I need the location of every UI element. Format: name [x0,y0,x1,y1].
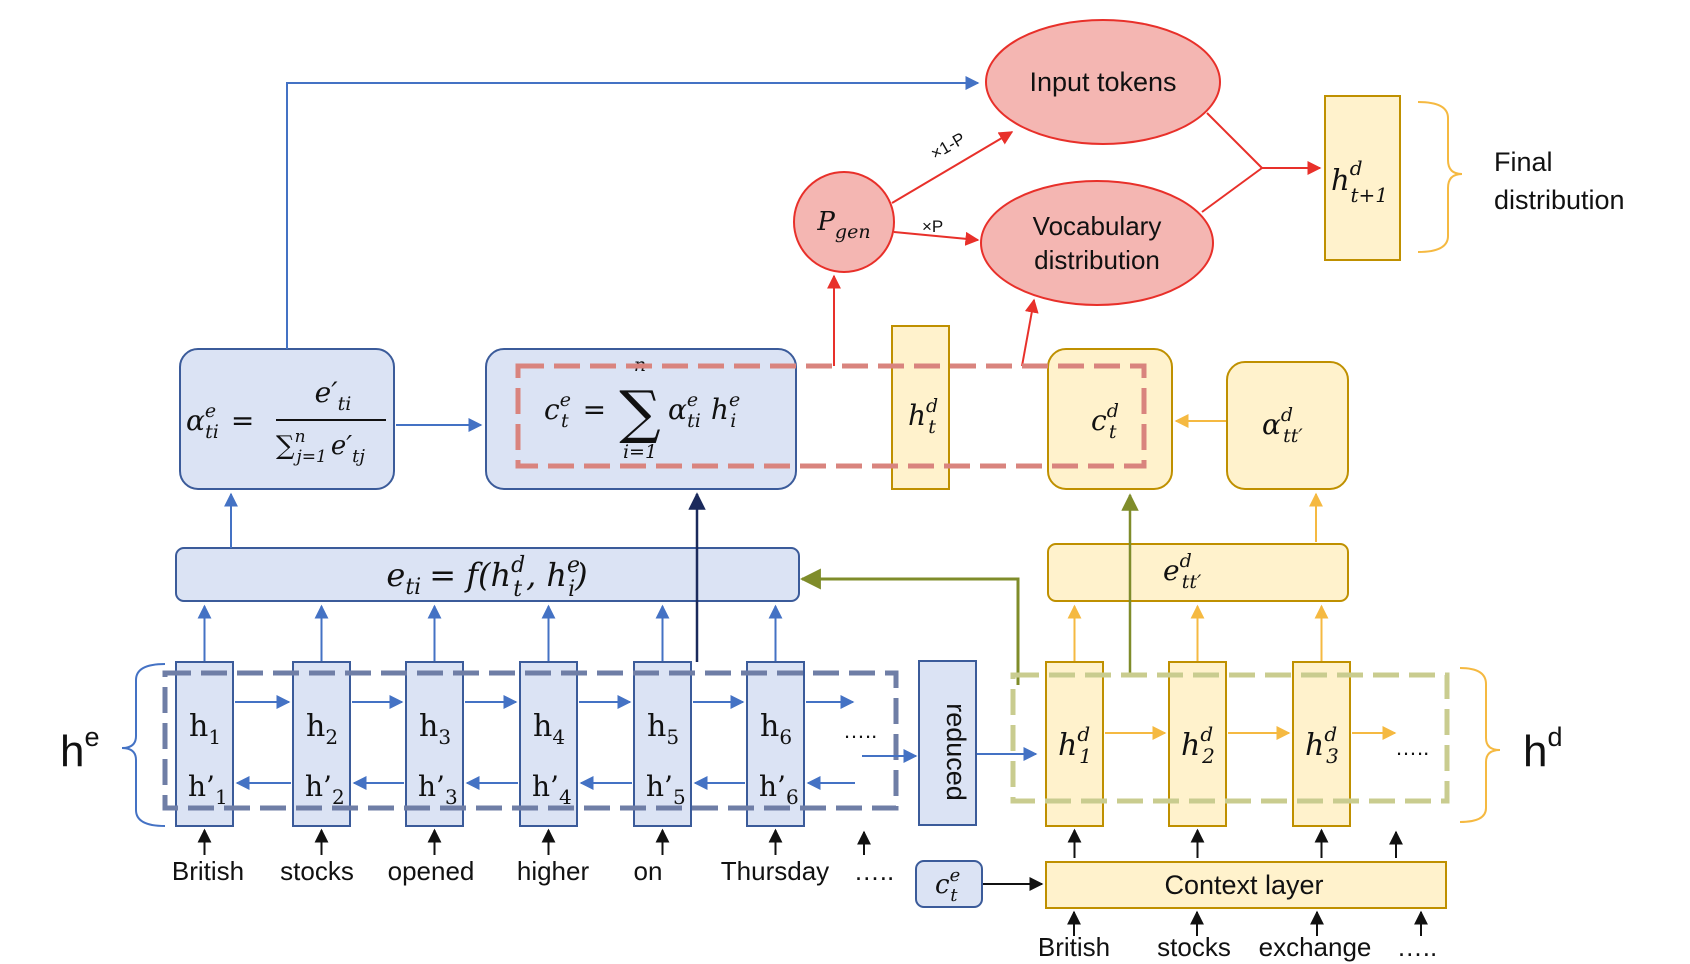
encoder-brace [121,663,166,827]
final-hd-node [1324,95,1401,261]
encoder-forward-label-4: h4 [533,709,565,749]
encoder-forward-label-3: h3 [419,709,451,749]
encoder-context-box [485,348,797,490]
encoder-cell-6 [746,661,805,827]
encoder-backward-label-3: h’3 [418,770,458,809]
context-layer-input-word-3: exchange [1259,932,1372,962]
decoder-context-node [1047,348,1173,490]
decoder-words: British stocks exchange ….. [1038,910,1437,962]
context-layer-input-word-1: British [1038,932,1110,962]
encoder-backward-label-6: h’6 [759,770,799,809]
final-distribution-line1: Final [1494,147,1553,177]
decoder-dashed-group [1010,672,1450,804]
context-to-vocabulary-arrow [1021,298,1039,367]
pgen-node [793,171,895,273]
encoder-cell-1 [175,661,234,827]
encoder-forward-label-5: h5 [647,709,679,749]
attention-score-box [175,547,800,602]
encoder-backward-label-2: h’2 [305,770,345,809]
context-layer-box [1045,861,1447,909]
encoder-input-word-1: British [172,856,244,886]
context-layer-label: Context layer [1164,870,1323,900]
decoder-hidden-state-node [891,325,950,490]
decoder-alpha-node [1226,361,1349,490]
encoder-backward-label-1: h’1 [188,770,228,809]
encoder-ellipsis: ….. [843,718,877,743]
attention-weight-numerator: e′ti [315,376,352,415]
decoder-group-label: hd [1523,722,1563,776]
context-layer-input-word-4: ….. [1397,932,1437,962]
encoder-input-word-6: Thursday [721,856,829,886]
encoder-forward-label-1: h1 [189,709,221,749]
encoder-cell-3 [405,661,464,827]
encoder-input-word-5: on [634,856,663,886]
context-vector-group [515,363,1147,469]
encoder-context-sum-symbol: ∑ [619,378,660,446]
vocabulary-label-line1: Vocabulary [1033,211,1162,241]
input-tokens-node [985,19,1221,145]
encoder-forward-label-2: h2 [306,709,338,749]
vocabulary-to-merge [1201,167,1263,213]
encoder-context-sum-bottom: i=1 [623,441,657,463]
reduced-node [918,660,977,826]
encoder-group-label: he [60,722,100,776]
reduced-label: reduced [941,703,971,801]
alpha-to-input-tokens-arrow [286,76,980,349]
decoder-brace [1459,667,1501,823]
pgen-to-vocabulary-arrow [893,231,980,246]
encoder-dashed-group [162,670,899,811]
encoder-input-word-2: stocks [280,856,354,886]
final-distribution-brace [1417,101,1463,253]
edge-label-1-minus-p: ×1-P [928,129,969,164]
encoder-cell-4 [519,661,578,827]
encoder-backward-label-5: h’5 [646,770,686,809]
final-distribution-line2: distribution [1494,185,1625,215]
encoder-input-word-7: ….. [854,856,894,886]
input-tokens-label: Input tokens [1029,67,1176,97]
vocabulary-label-line2: distribution [1034,245,1160,275]
pgen-label: Pgen [816,207,870,243]
context-layer-input-word-2: stocks [1157,932,1231,962]
pgen-to-input-tokens-arrow [891,131,1014,204]
encoder-cell-5 [633,661,692,827]
encoder-cell-2 [292,661,351,827]
input-tokens-to-merge [1206,112,1263,169]
encoder-input-word-3: opened [388,856,475,886]
edge-label-p: ×P [922,217,943,236]
vocabulary-distribution-node [980,180,1214,306]
decoder-ellipsis: ….. [1395,735,1429,760]
decoder-score-box [1047,543,1349,602]
encoder-backward-label-4: h’4 [532,770,572,809]
encoder-forward-label-6: h6 [760,709,792,749]
encoder-context-input-box [915,860,983,908]
encoder-input-word-4: higher [517,856,590,886]
decoder-to-encoder-score-arrow [799,568,1020,685]
